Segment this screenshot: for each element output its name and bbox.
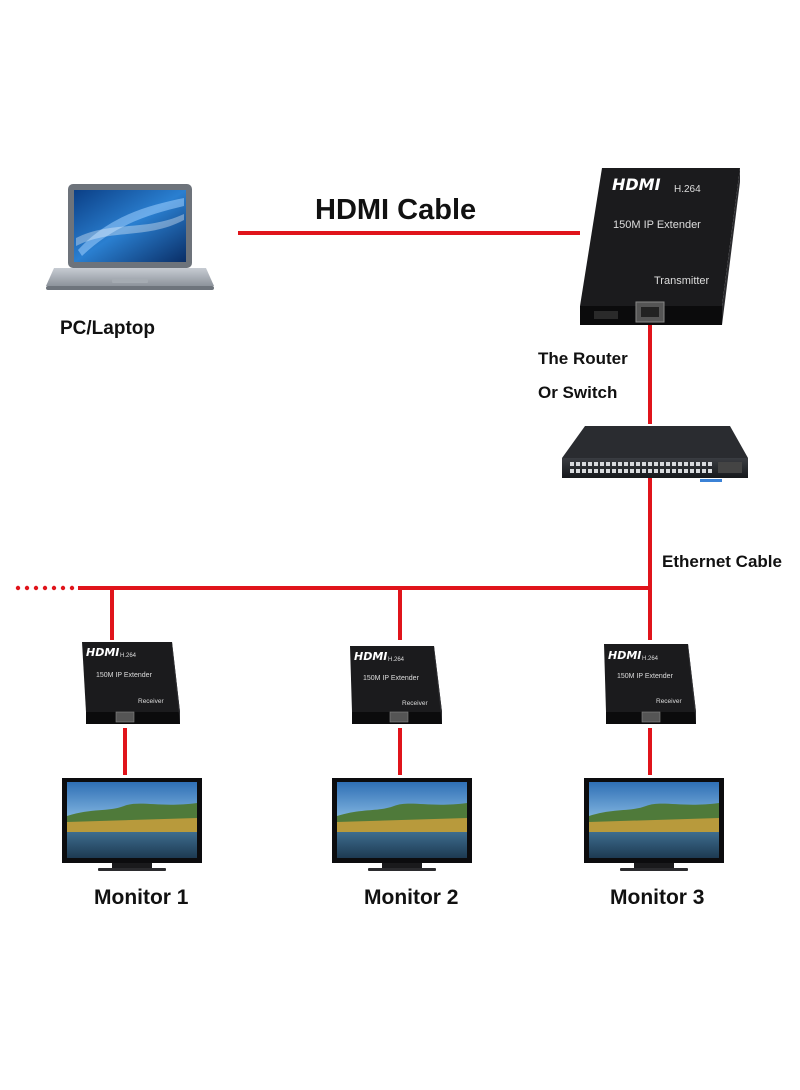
ethernet-cable-label: Ethernet Cable [662, 552, 782, 571]
router-label-line1: The Router [538, 349, 628, 368]
hdmi-cable-label: HDMI Cable [315, 194, 476, 226]
cables [78, 231, 652, 775]
laptop-icon [46, 184, 214, 290]
transmitter-hdmi-logo: HDMI [612, 175, 661, 194]
receiver-device-3: HDMI H.264 150M IP Extender Receiver [604, 644, 696, 724]
receiver-3-codec: H.264 [642, 656, 659, 662]
receiver-3-role: Receiver [656, 698, 682, 705]
receiver-1-hdmi-logo: HDMI [86, 646, 119, 659]
receiver-2-codec: H.264 [388, 657, 405, 663]
transmitter-model: 150M IP Extender [613, 219, 701, 231]
receiver-device-2: HDMI H.264 150M IP Extender Receiver [350, 646, 442, 724]
bus-continuation-dots [15, 585, 75, 591]
monitor-icon-3 [584, 778, 724, 871]
receiver-1-role: Receiver [138, 698, 164, 705]
receiver-1-codec: H.264 [120, 653, 137, 659]
monitor-icon-2 [332, 778, 472, 871]
receiver-2-hdmi-logo: HDMI [354, 650, 387, 663]
monitor-1-label: Monitor 1 [94, 886, 189, 909]
transmitter-codec: H.264 [674, 184, 701, 195]
monitor-2-label: Monitor 2 [364, 886, 459, 909]
receiver-device-1: HDMI H.264 150M IP Extender Receiver [82, 642, 180, 724]
receiver-2-role: Receiver [402, 700, 428, 707]
receiver-3-model: 150M IP Extender [617, 673, 674, 680]
receiver-2-model: 150M IP Extender [363, 675, 420, 682]
monitor-icon-1 [62, 778, 202, 871]
receiver-1-model: 150M IP Extender [96, 672, 153, 679]
monitor-3-label: Monitor 3 [610, 886, 705, 909]
receiver-3-hdmi-logo: HDMI [608, 649, 641, 662]
transmitter-device: HDMI H.264 150M IP Extender Transmitter [580, 168, 740, 325]
network-switch-icon [562, 426, 748, 482]
pc-laptop-label: PC/Laptop [60, 318, 155, 339]
transmitter-role: Transmitter [654, 275, 710, 287]
router-label-line2: Or Switch [538, 383, 617, 402]
